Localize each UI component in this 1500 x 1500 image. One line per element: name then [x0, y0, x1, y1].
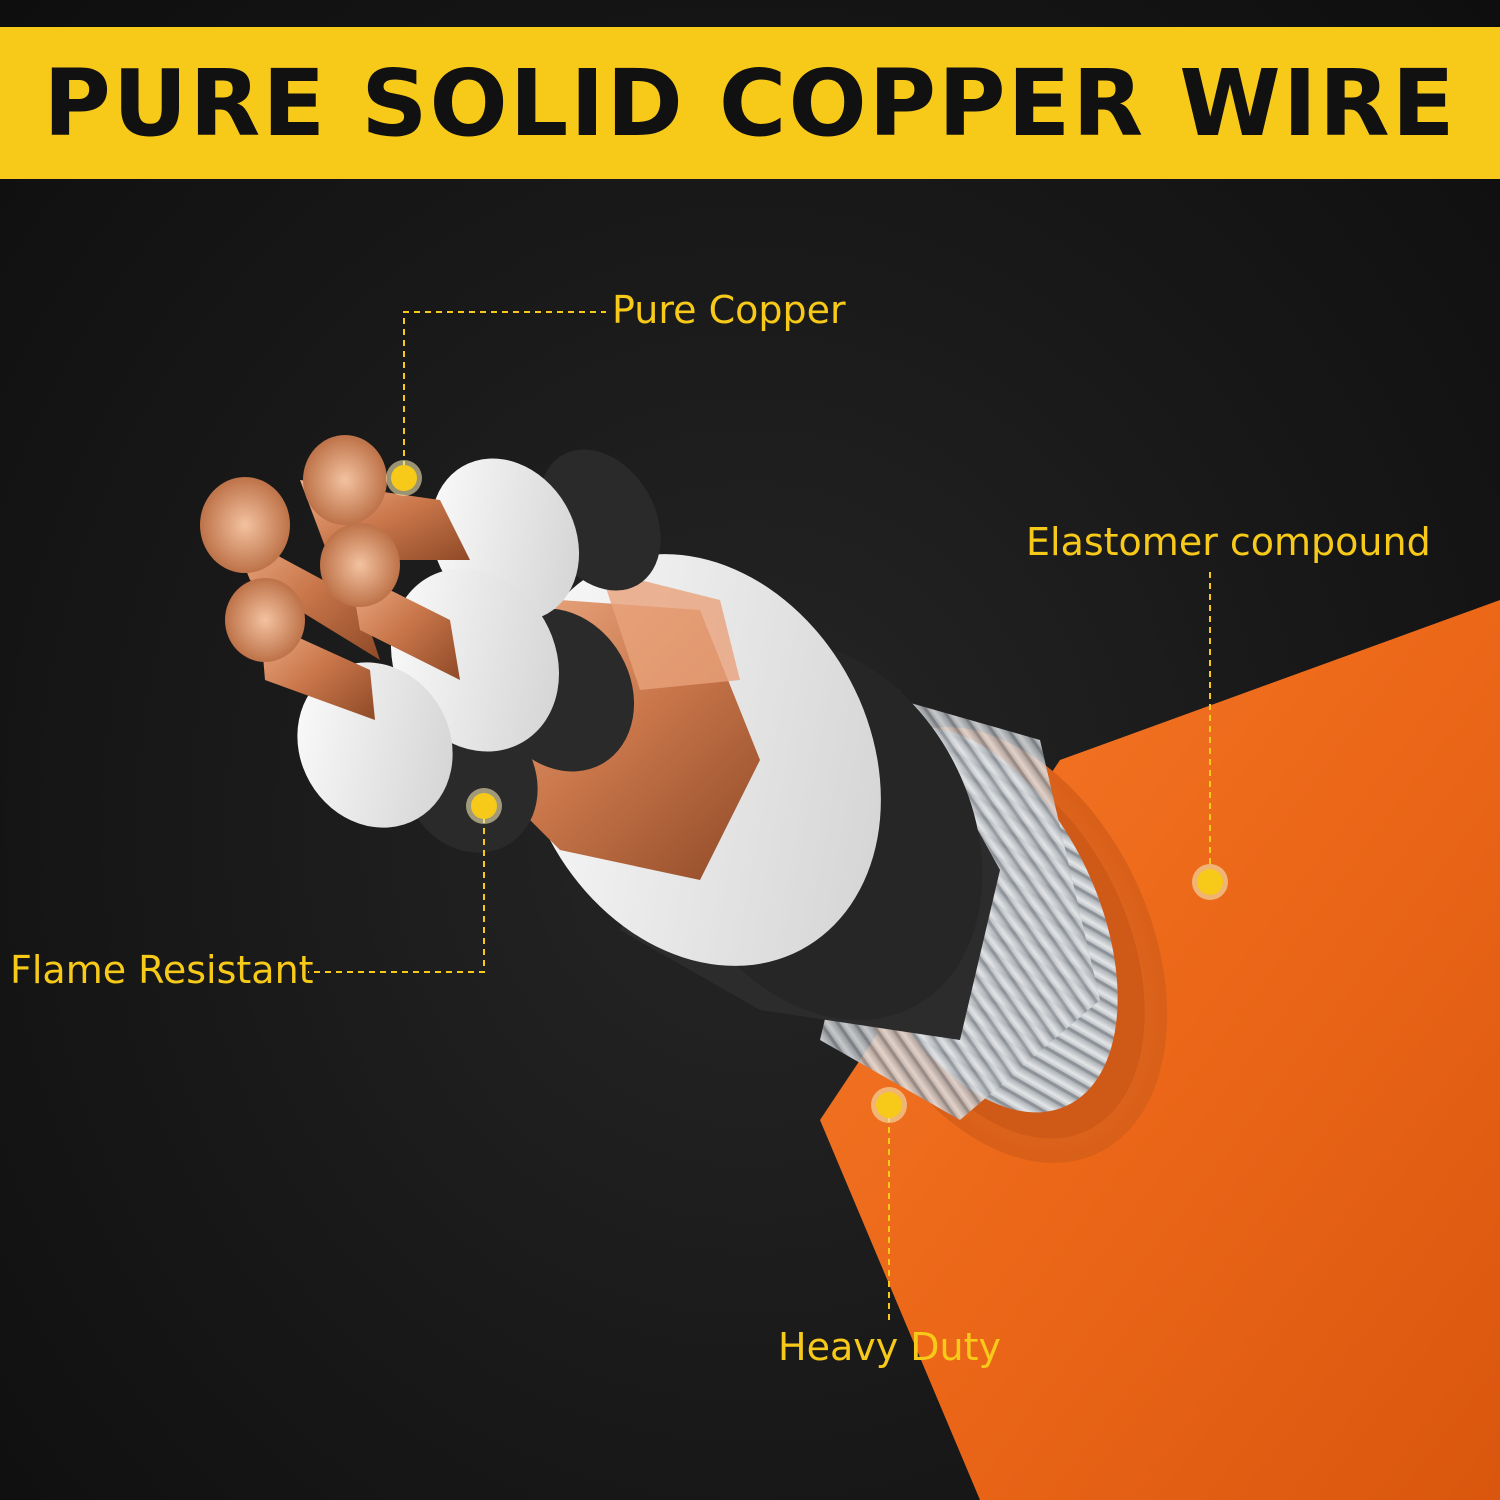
callout-heavy-duty: Heavy Duty	[778, 1325, 1002, 1369]
leader-flame-resistant	[308, 806, 485, 973]
callout-pure-copper: Pure Copper	[612, 288, 846, 332]
title-banner: PURE SOLID COPPER WIRE	[0, 27, 1500, 179]
callout-dots	[386, 460, 1228, 1123]
page-title: PURE SOLID COPPER WIRE	[43, 49, 1457, 157]
callout-flame-resistant: Flame Resistant	[10, 948, 314, 992]
callout-elastomer: Elastomer compound	[1026, 520, 1431, 564]
copper-conductors	[200, 435, 470, 720]
leader-pure-copper	[403, 311, 606, 478]
